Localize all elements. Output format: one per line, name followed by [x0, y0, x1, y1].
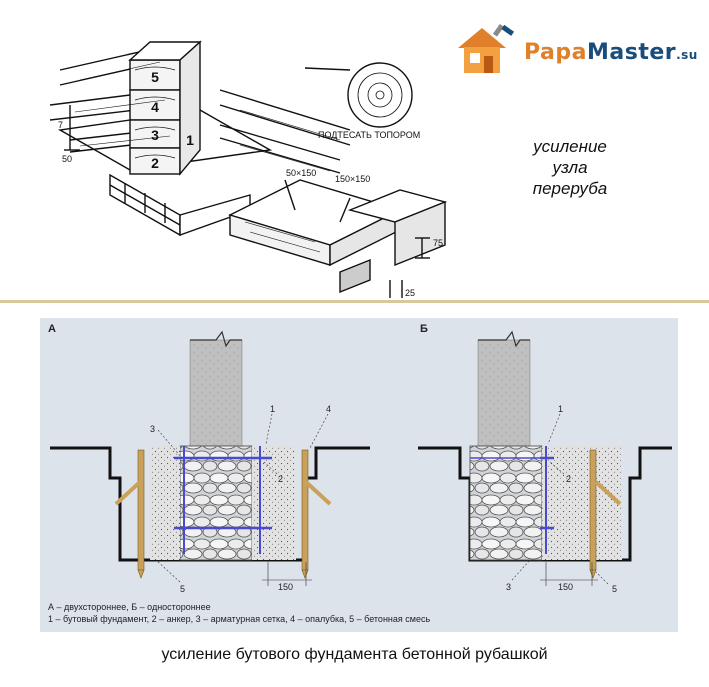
papamaster-logo[interactable]: PapaMaster.su [452, 20, 702, 80]
log-corner-drawing: 5 4 3 2 1 50 7 ПОДТЕСАТЬ ТОПОРОМ 50×150 … [50, 40, 448, 298]
section-b: 1 2 3 5 150 [418, 330, 672, 594]
legend-line-1: А – двухстороннее, Б – одностороннее [48, 602, 211, 612]
a-callout-5: 5 [180, 584, 185, 594]
dim-25: 25 [405, 288, 415, 298]
a-callout-2: 2 [278, 474, 283, 484]
b-callout-5: 5 [612, 584, 617, 594]
legend-line-2: 1 – бутовый фундамент, 2 – анкер, 3 – ар… [48, 614, 430, 624]
log-number-4: 4 [151, 99, 159, 115]
log-number-2: 2 [151, 155, 159, 171]
section-a: 1 2 3 4 5 150 [50, 330, 370, 594]
a-callout-4: 4 [326, 404, 331, 414]
b-callout-1: 1 [558, 404, 563, 414]
separator-line [0, 300, 709, 303]
callout-notch: ПОДТЕСАТЬ ТОПОРОМ [318, 130, 420, 140]
b-dim-150: 150 [558, 582, 573, 592]
dim-50: 50 [62, 154, 72, 164]
a-callout-3: 3 [150, 424, 155, 434]
label-a: А [48, 323, 56, 335]
size-50x150: 50×150 [286, 168, 316, 178]
dim-75: 75 [433, 238, 443, 248]
bottom-caption: усиление бутового фундамента бетонной ру… [161, 646, 548, 663]
foundation-sections-drawing: А Б [48, 323, 672, 624]
log-number-3: 3 [151, 127, 159, 143]
label-b: Б [420, 323, 428, 335]
dim-7: 7 [58, 120, 63, 130]
size-150x150: 150×150 [335, 174, 370, 184]
log-number-1: 1 [186, 132, 194, 148]
b-callout-2: 2 [566, 474, 571, 484]
top-caption: усиление узла переруба [532, 137, 608, 198]
b-callout-3: 3 [506, 582, 511, 592]
foundation-panel: А Б [40, 318, 678, 632]
log-number-5: 5 [151, 69, 159, 85]
a-dim-150: 150 [278, 582, 293, 592]
logo-text: PapaMaster.su [524, 40, 698, 65]
house-logo-icon [458, 23, 515, 73]
a-callout-1: 1 [270, 404, 275, 414]
